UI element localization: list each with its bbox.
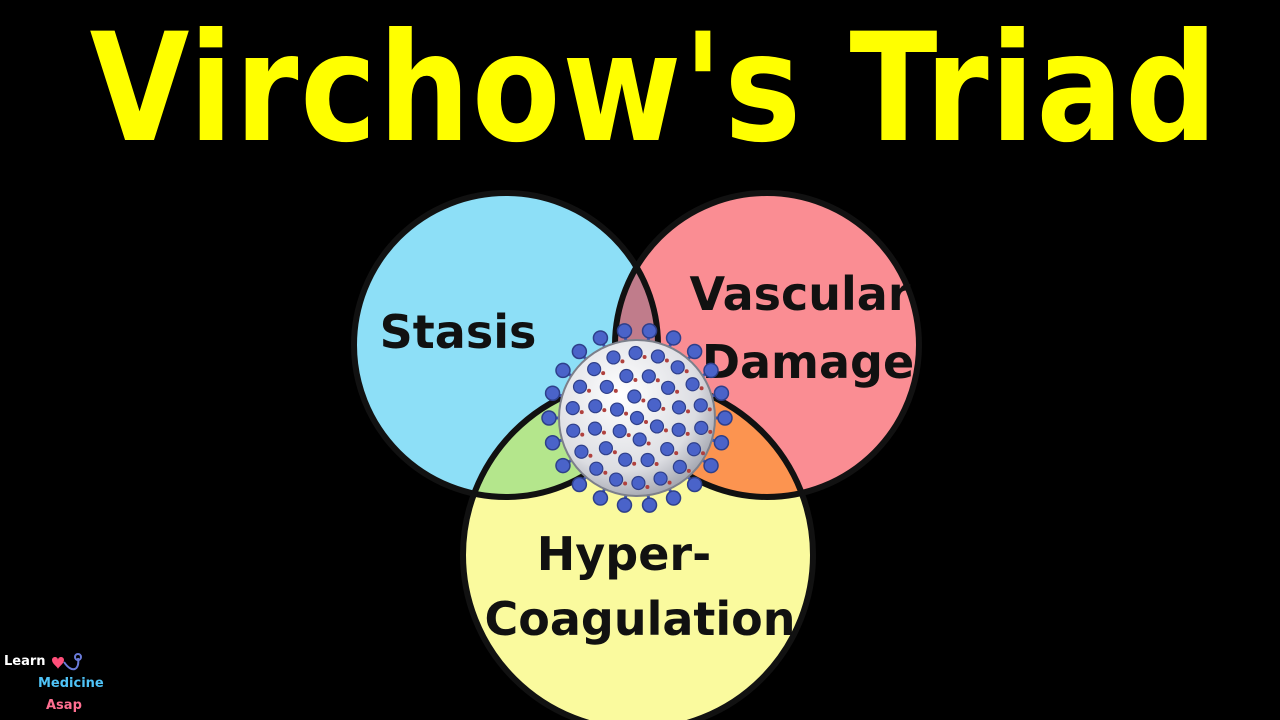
- vascular-coagulation-overlap: [615, 380, 813, 497]
- vascular-damage-label: Vascular Damage: [689, 267, 926, 389]
- page-title: Virchow's Triad: [89, 2, 1220, 176]
- logo-line-asap: Asap: [46, 698, 82, 713]
- coronavirus-icon: [541, 323, 733, 513]
- hyper-coagulation-label: Hyper- Coagulation: [485, 527, 796, 646]
- stethoscope-heart-icon: [52, 653, 82, 671]
- logo-line-learn: Learn: [4, 654, 46, 669]
- stasis-coagulation-overlap: [463, 380, 658, 497]
- learn-medicine-asap-logo: Learn Medicine Asap: [4, 650, 104, 718]
- stasis-label: Stasis: [380, 305, 537, 359]
- logo-line-medicine: Medicine: [38, 676, 104, 691]
